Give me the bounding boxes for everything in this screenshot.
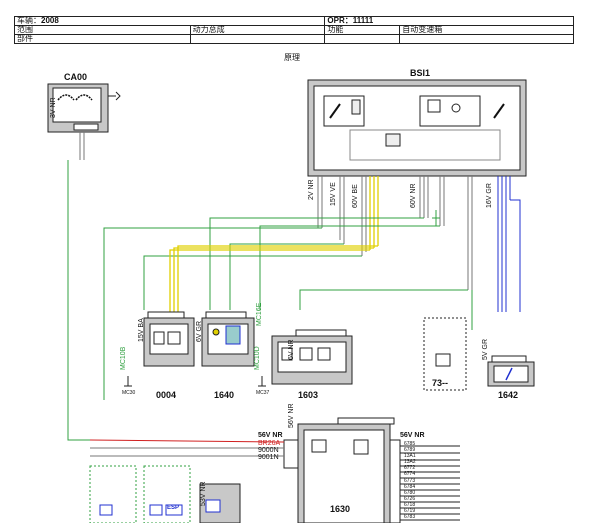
wire-mc37: MC37 xyxy=(256,390,270,396)
bottom-modules xyxy=(89,465,241,523)
c1603-label: 1603 xyxy=(298,390,319,400)
right-pin-label: 6772 xyxy=(404,465,416,472)
wire-mc30: MC30 xyxy=(122,390,136,396)
esp-label: ESP xyxy=(167,505,180,511)
c73-component xyxy=(423,317,467,391)
c1642-label: 1642 xyxy=(498,390,519,400)
right-pin-label: 6783 xyxy=(404,514,416,521)
c1630-right-connector-label: 56V NR xyxy=(400,432,425,439)
right-pin-lines xyxy=(400,445,460,521)
right-pin-label: 13A1 xyxy=(404,453,416,460)
right-pin-label: 6773 xyxy=(404,477,416,484)
c1640-component xyxy=(201,311,255,367)
right-pin-label: 6784 xyxy=(404,483,416,490)
wire-mc10d: MC10D xyxy=(254,346,261,370)
bsi-60v-nr-label: 60V NR xyxy=(410,183,417,208)
right-pin-label: 6789 xyxy=(404,447,416,454)
wire-9000n: 9000N xyxy=(258,447,279,454)
c0004-component xyxy=(143,311,195,367)
ca00-component xyxy=(47,83,121,133)
bsi1-label: BSI1 xyxy=(410,68,431,78)
c1642-connector-label: 5V GR xyxy=(482,338,489,360)
right-pin-label: 6785 xyxy=(404,441,416,447)
c1630-component xyxy=(283,417,401,523)
c73-label: 73-- xyxy=(432,378,449,388)
c1630-left-connector-label: 56V NR xyxy=(258,432,283,439)
ca00-connector-label: 3V NR xyxy=(50,97,57,118)
wire-mc10b: MC10B xyxy=(120,346,127,370)
c1630-top-connector-label: 56V NR xyxy=(288,403,295,428)
bsi1-component xyxy=(307,79,527,177)
bsi-60v-be-label: 60V BE xyxy=(352,184,359,208)
c1640-label: 1640 xyxy=(214,390,235,400)
c1603-connector-label: 6V NR xyxy=(288,339,295,360)
yellow-wires xyxy=(169,245,378,312)
right-pin-label: 6774 xyxy=(404,471,416,478)
right-pin-label: 6718 xyxy=(404,501,416,508)
right-pin-label: 6780 xyxy=(404,489,416,496)
c0004-label: 0004 xyxy=(156,390,177,400)
blue-wires xyxy=(497,199,521,312)
right-pin-label: 6726 xyxy=(404,495,416,502)
bsi-2v-label: 2V NR xyxy=(308,179,315,200)
wire-9001n: 9001N xyxy=(258,454,279,461)
right-pin-label: 13A2 xyxy=(404,459,416,466)
c53v-connector-label: 53V NR xyxy=(200,481,207,506)
bsi1-wires xyxy=(317,176,511,290)
ca00-label: CA00 xyxy=(64,72,88,82)
header-table: 车辆：2008 OPR：11111 范围 动力总成 功能 自动变速箱 部件 xyxy=(13,16,574,44)
green-wires xyxy=(67,160,473,441)
bsi-15v-label: 15V VE xyxy=(330,182,337,206)
c0004-connector-label: 15V BA xyxy=(138,318,145,342)
bsi-16v-label: 16V GR xyxy=(486,183,493,208)
c1603-component xyxy=(271,329,353,385)
c1630-label: 1630 xyxy=(330,504,351,514)
wire-br26a: BR26A xyxy=(258,440,281,447)
wire-mc16e: MC16E xyxy=(256,302,263,326)
c1642-component xyxy=(487,355,535,387)
page-title: 原理 xyxy=(284,53,300,62)
ground-symbols xyxy=(124,376,266,387)
right-pin-label: 6719 xyxy=(404,508,416,515)
c1640-connector-label: 6V GR xyxy=(196,320,203,342)
